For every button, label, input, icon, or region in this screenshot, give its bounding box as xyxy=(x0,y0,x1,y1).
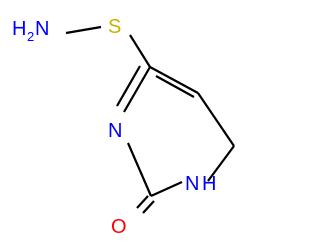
ring-n1-h-label: H xyxy=(202,173,216,195)
bond-c2-n3 xyxy=(126,142,153,197)
oxygen-label: O xyxy=(111,216,127,238)
bond-c2-o-double xyxy=(142,200,155,214)
bond-c5-c6 xyxy=(197,92,235,147)
bond-c4-c5-double xyxy=(155,75,195,98)
bond-n3-c4 xyxy=(123,66,151,113)
bond-c6-n1 xyxy=(207,145,235,182)
sulfur-label: S xyxy=(108,16,121,38)
bond-c4-c5 xyxy=(149,66,199,94)
amine-subscript-label: 2 xyxy=(27,29,34,44)
bond-c2-o xyxy=(136,195,149,209)
bond-n3-c4-double xyxy=(116,65,141,107)
amine-h-label: H xyxy=(12,18,26,40)
ring-n3-label: N xyxy=(108,120,122,142)
ring-n1-label: N xyxy=(185,173,199,195)
bond-s-c4 xyxy=(129,34,151,68)
bond-n1-c2 xyxy=(150,180,183,198)
pyrimidinone-structure: H 2 N S N N H O xyxy=(12,16,235,238)
bond-s-n-amine xyxy=(65,25,102,35)
amine-n-label: N xyxy=(35,18,49,40)
